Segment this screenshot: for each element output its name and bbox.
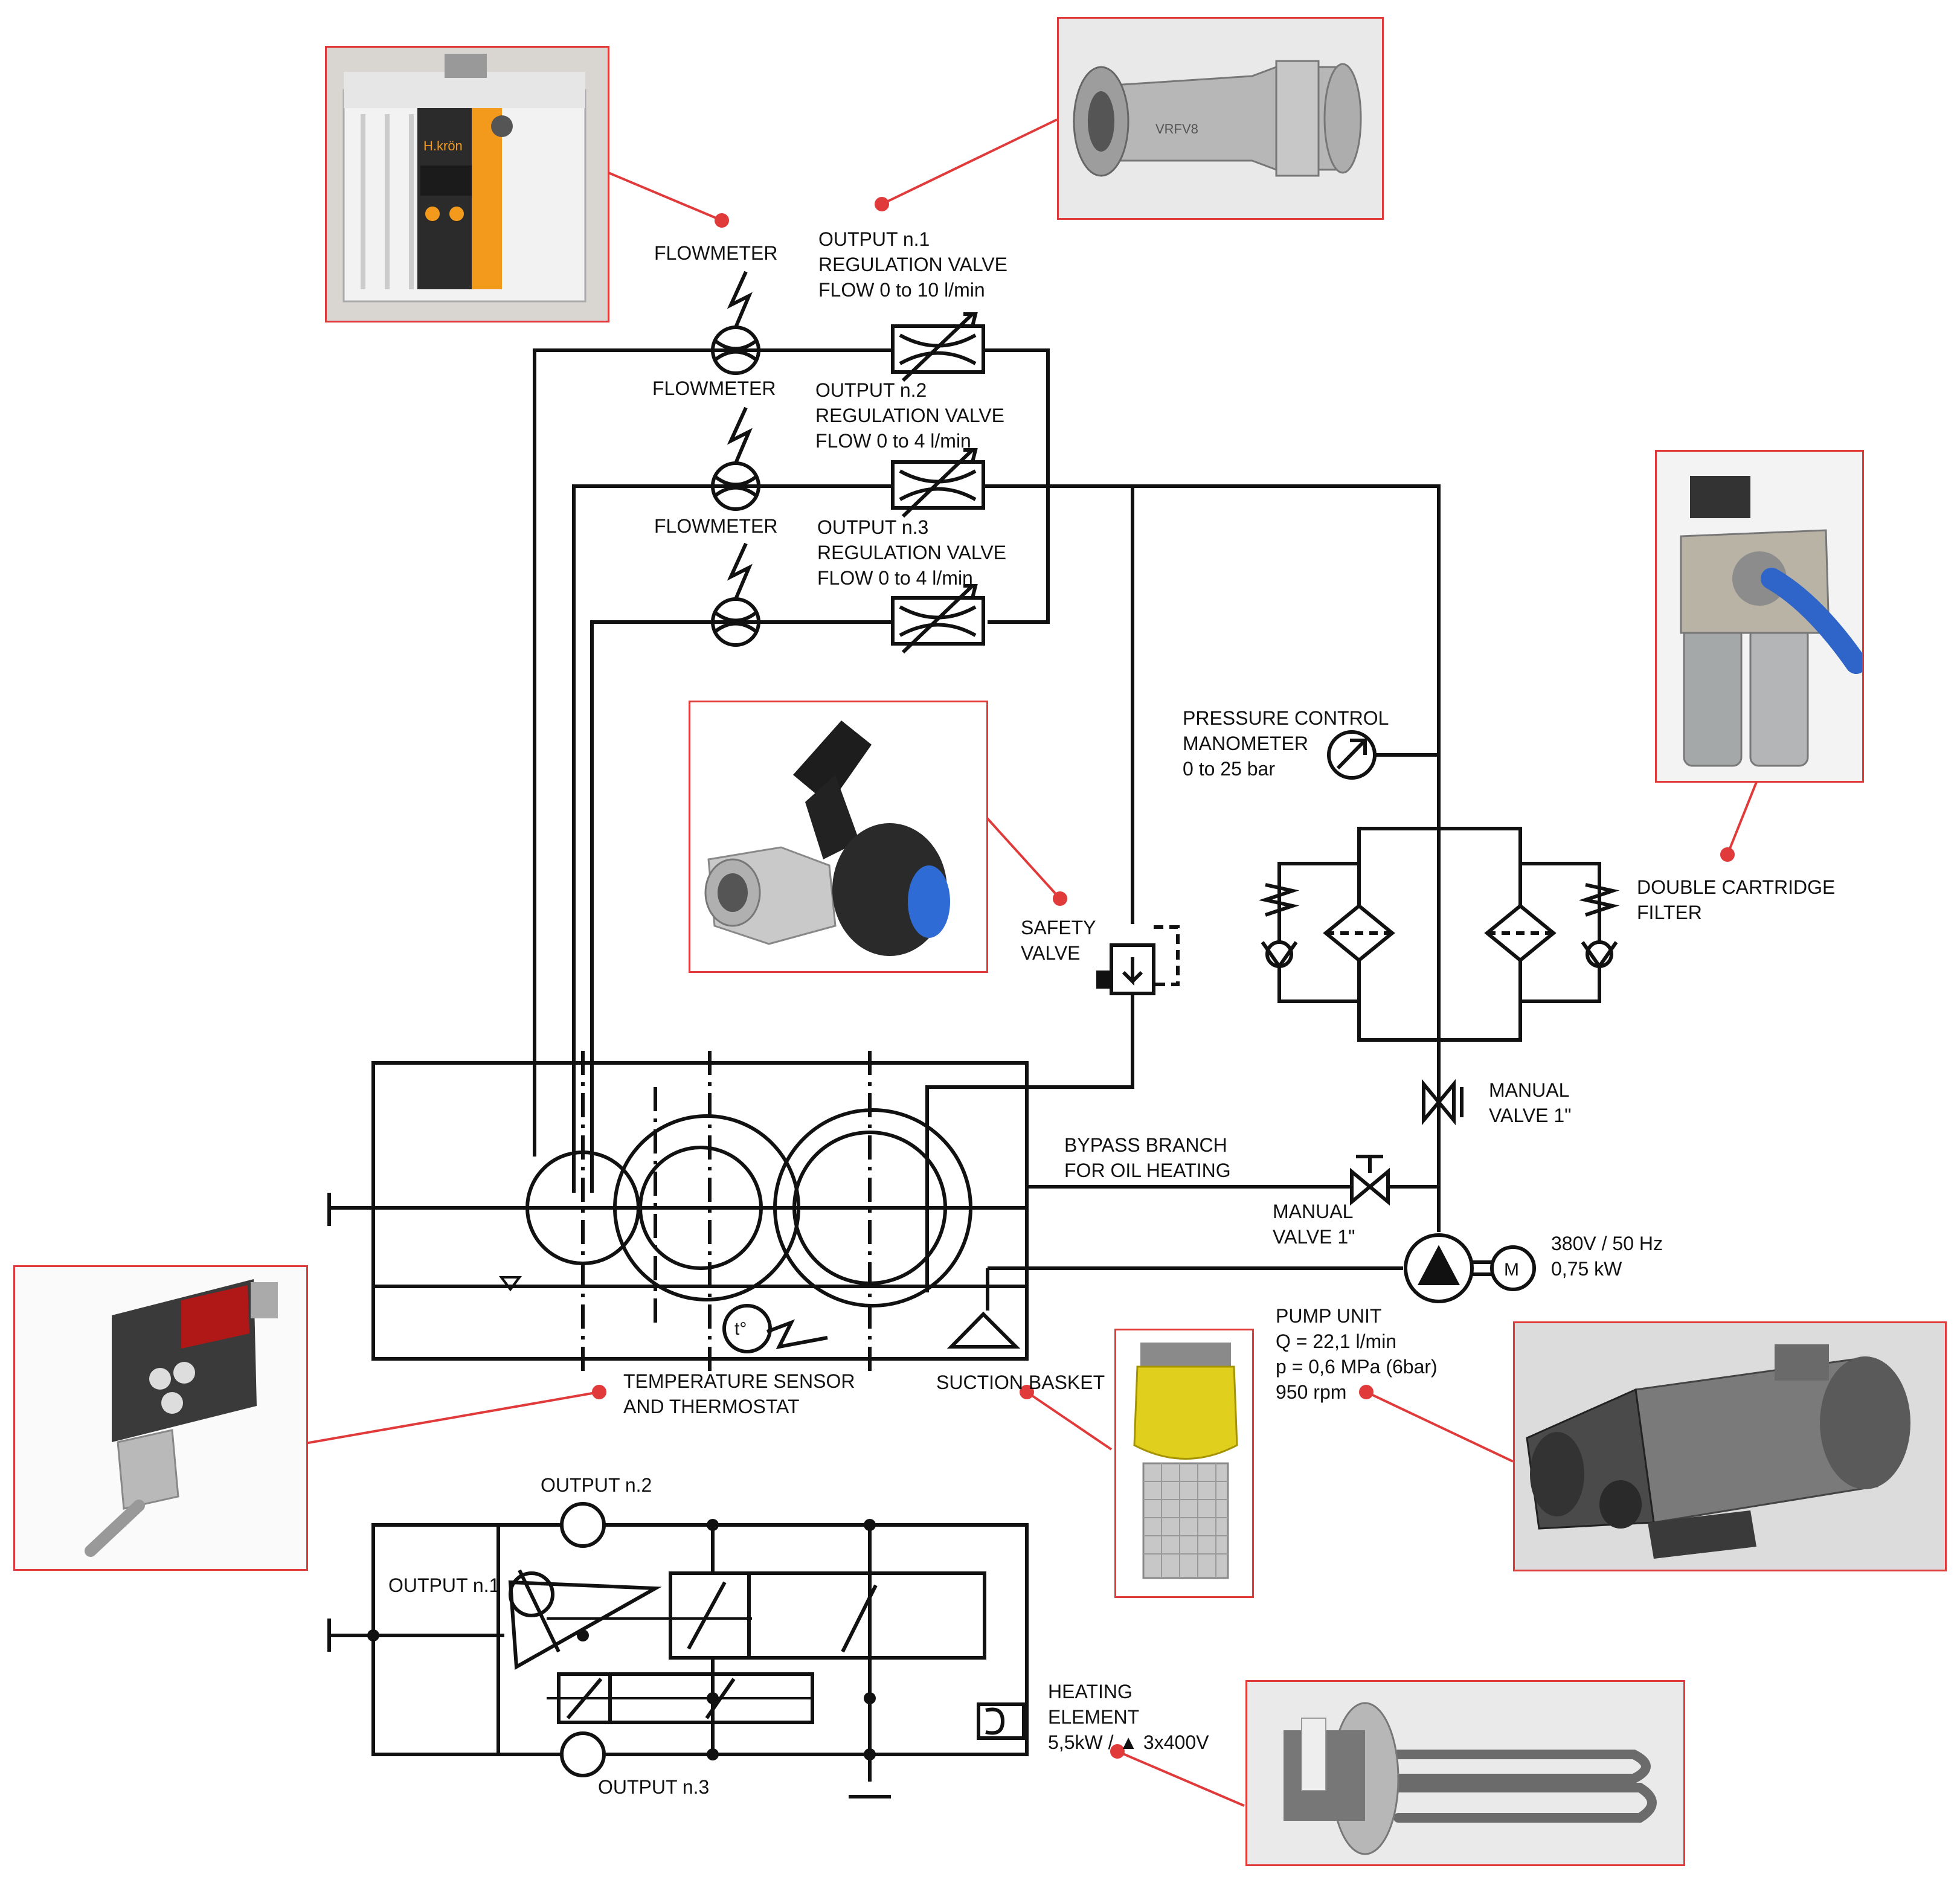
suction-basket-label: SUCTION BASKET	[936, 1372, 1105, 1393]
flowmeter-3-label: FLOWMETER	[654, 515, 778, 537]
manual-valve-symbols	[1350, 1079, 1464, 1206]
pump-unit-photo	[1513, 1321, 1947, 1571]
flowmeter-photo: H.krön	[325, 46, 609, 322]
output1-line	[533, 348, 1050, 1157]
filter-outer-box	[1357, 827, 1522, 1042]
output-n3-label: OUTPUT n.3	[598, 1776, 710, 1798]
manometer-symbol	[1327, 730, 1377, 780]
heating-element-photo	[1245, 1680, 1685, 1866]
safety-valve-photo	[689, 701, 988, 973]
callout-lines	[304, 118, 1759, 1807]
filter-inner-right	[1520, 862, 1601, 1003]
output-n1-label: OUTPUT n.1	[388, 1574, 500, 1596]
pump-motor-symbol	[1404, 1233, 1536, 1303]
flowmeter-symbols	[711, 271, 760, 647]
safety-valve-symbol	[1096, 925, 1180, 995]
tank-internals	[499, 1051, 1021, 1371]
shaft-line	[327, 1193, 1027, 1226]
tank-box	[371, 1061, 1029, 1361]
junction-dots	[367, 1519, 876, 1760]
regulation-valve-photo: VRFV8	[1057, 17, 1384, 220]
suction-basket-photo	[1114, 1329, 1254, 1598]
double-filter-photo	[1655, 450, 1864, 783]
temp-symbol-label: t°	[734, 1319, 747, 1339]
motor-symbol-label: M	[1504, 1260, 1519, 1280]
filter-inner-left	[1277, 862, 1359, 1003]
valve-marking-text: VRFV8	[1155, 121, 1198, 136]
suction-line	[986, 1266, 1403, 1311]
temperature-sensor-photo	[13, 1265, 308, 1571]
flowmeter-2-label: FLOWMETER	[652, 377, 776, 399]
heating-schematic	[327, 1502, 1029, 1798]
flowmeter-brand-text: H.krön	[423, 138, 463, 153]
output3-line	[590, 620, 966, 1193]
regulation-valve-symbols	[891, 312, 985, 654]
flowmeter-1-label: FLOWMETER	[654, 242, 778, 264]
output-n2-label: OUTPUT n.2	[541, 1474, 652, 1496]
output2-line	[572, 484, 1441, 1193]
safety-return	[925, 993, 1134, 1292]
filter-symbols	[1258, 883, 1620, 970]
